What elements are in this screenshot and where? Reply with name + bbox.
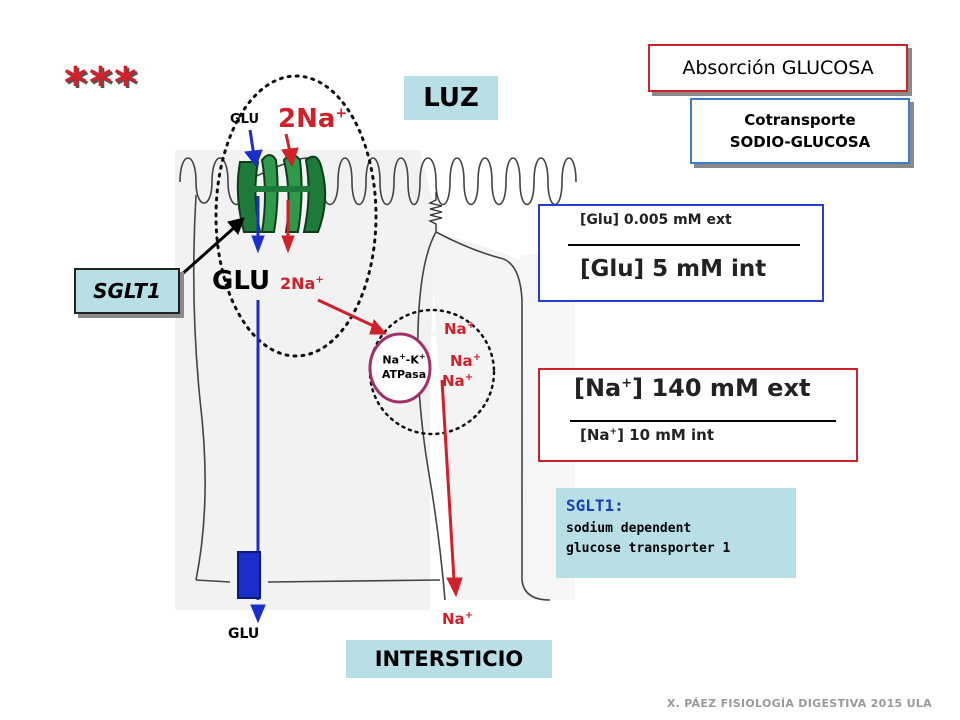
pump-sup1: + [399, 352, 406, 361]
na-int-post: ] 10 mM int [617, 426, 715, 444]
na-pump-1: Na+ [444, 320, 475, 338]
sglt1-pointer [179, 217, 245, 278]
na-bottom-label: Na+ [442, 610, 473, 628]
pump-atpasa: ATPasa [381, 367, 427, 381]
info-line1: SGLT1: [566, 496, 624, 515]
na-int-pre: [Na [580, 426, 610, 444]
na-pump-1-text: Na [444, 320, 467, 338]
tight-junction [427, 192, 443, 232]
pump-highlight [368, 308, 496, 436]
na-ext-post: ] 140 mM ext [632, 374, 811, 402]
na-mid-text: 2Na [280, 274, 316, 293]
stars-mark: *** [64, 58, 140, 109]
glu-bottom-label: GLU [228, 626, 260, 642]
glu-top-label: GLU [230, 112, 260, 127]
na-int-sup: + [609, 427, 618, 437]
lateral-membrane-b [435, 231, 551, 601]
sodium-sglt-path [281, 133, 299, 254]
cotransport-line1: Cotransporte [744, 111, 856, 129]
na-pump-3: Na+ [442, 372, 473, 390]
glucose-path [237, 129, 266, 624]
na-pump-3-sup: + [464, 372, 474, 383]
info-line3: glucose transporter 1 [566, 541, 731, 556]
na-top-text: 2Na [278, 104, 336, 134]
left-membrane [192, 194, 206, 581]
na-pump-2-text: Na [450, 352, 473, 370]
sglt1-tag-text: SGLT1 [93, 279, 161, 303]
na-top-label: 2Na+ [278, 104, 347, 134]
glu-mid-label: GLU [212, 266, 271, 296]
sglt1-transporter [236, 154, 327, 233]
na-divider [570, 420, 836, 422]
sodium-to-pump [317, 298, 388, 335]
na-mid-sup: + [315, 274, 324, 286]
na-mid-label: 2Na+ [280, 274, 324, 293]
cell-left-body [175, 150, 440, 610]
pump-k: -K [405, 353, 419, 367]
sglt1-highlight [214, 74, 378, 358]
cell-right-body [430, 232, 530, 600]
na-ext-sup: + [621, 376, 633, 391]
glu-int-text: [Glu] 5 mM int [580, 256, 767, 282]
sglt1-info-box: SGLT1: sodium dependent glucose transpor… [556, 488, 796, 578]
sodium-concentration-box: [Na+] 140 mM ext [Na+] 10 mM int [538, 368, 858, 462]
lateral-membrane-a [416, 231, 446, 601]
sglt1-tag: SGLT1 [74, 268, 180, 314]
na-k-atpase [368, 332, 432, 404]
pump-label: Na+-K+ ATPasa [374, 350, 434, 382]
glu-ext-text: [Glu] 0.005 mM ext [580, 212, 732, 228]
na-top-sup: + [335, 105, 348, 122]
pump-sup2: + [418, 352, 426, 361]
sodium-exit-path [440, 379, 463, 598]
na-ext-text: [Na+] 140 mM ext [574, 374, 810, 402]
na-ext-pre: [Na [574, 374, 622, 402]
glu-divider [568, 244, 800, 246]
info-line2: sodium dependent [566, 521, 692, 536]
footer-credit: X. PÁEZ FISIOLOGÍA DIGESTIVA 2015 ULA [666, 697, 932, 710]
title-box: Absorción GLUCOSA [648, 44, 908, 92]
na-pump-3-text: Na [442, 372, 465, 390]
basal-membrane-left [195, 579, 441, 583]
intersticio-label: INTERSTICIO [346, 640, 552, 678]
na-int-text: [Na+] 10 mM int [580, 426, 714, 444]
na-pump-2: Na+ [450, 352, 481, 370]
cotransport-box: Cotransporte SODIO-GLUCOSA [690, 98, 910, 164]
luz-label: LUZ [404, 76, 498, 120]
pump-na: Na [382, 353, 400, 367]
glucose-concentration-box: [Glu] 0.005 mM ext [Glu] 5 mM int [538, 204, 824, 302]
title-text: Absorción GLUCOSA [682, 57, 874, 79]
na-bottom-text: Na [442, 610, 465, 628]
na-pump-1-sup: + [466, 320, 476, 331]
na-pump-2-sup: + [472, 352, 482, 363]
cotransport-line2: SODIO-GLUCOSA [729, 133, 871, 151]
na-bottom-sup: + [464, 610, 474, 621]
